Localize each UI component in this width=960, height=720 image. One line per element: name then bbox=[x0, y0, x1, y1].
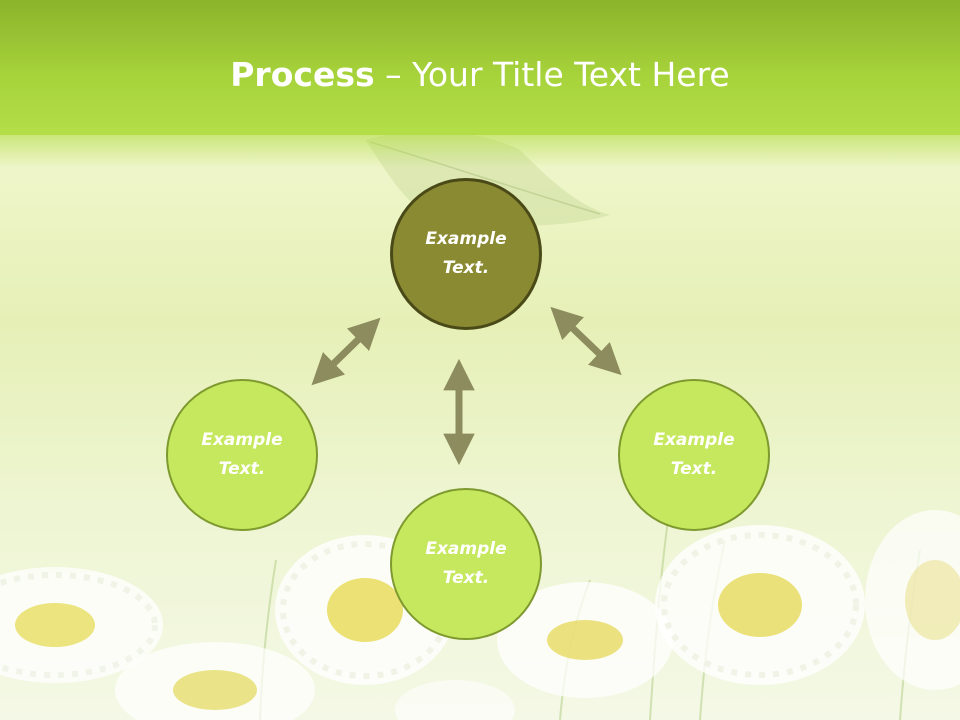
node-bottom-line1: Example bbox=[425, 539, 507, 559]
title-bold: Process bbox=[230, 55, 375, 94]
node-top: Example Text. bbox=[390, 178, 542, 330]
arrow-top-right bbox=[550, 306, 622, 376]
node-bottom-line2: Text. bbox=[442, 568, 490, 588]
node-top-line1: Example bbox=[425, 229, 507, 249]
slide-title: Process – Your Title Text Here bbox=[0, 50, 960, 100]
header-bar bbox=[0, 0, 960, 135]
header-fade bbox=[0, 128, 960, 168]
node-top-line2: Text. bbox=[442, 258, 490, 278]
title-rest: Your Title Text Here bbox=[412, 55, 730, 94]
node-bottom: Example Text. bbox=[390, 488, 542, 640]
node-right-line1: Example bbox=[653, 430, 735, 450]
arrow-top-left bbox=[311, 317, 381, 386]
title-separator: – bbox=[374, 55, 413, 94]
node-right: Example Text. bbox=[618, 379, 770, 531]
node-left-line1: Example bbox=[201, 430, 283, 450]
daisy-cluster bbox=[0, 510, 960, 720]
node-right-line2: Text. bbox=[670, 459, 718, 479]
node-left-line2: Text. bbox=[218, 459, 266, 479]
node-left: Example Text. bbox=[166, 379, 318, 531]
